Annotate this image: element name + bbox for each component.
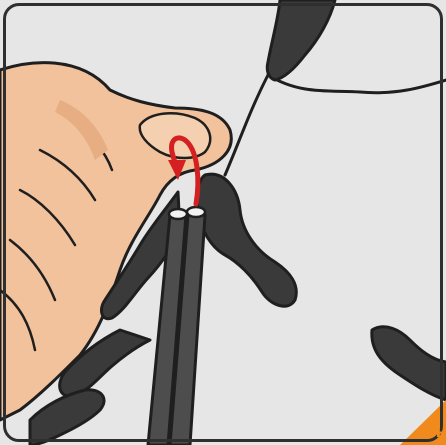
step-badge: 4 [406, 411, 446, 445]
rod-tip-right [187, 207, 205, 217]
rod-tip-left [169, 209, 187, 219]
step-number: 4 [430, 419, 446, 445]
